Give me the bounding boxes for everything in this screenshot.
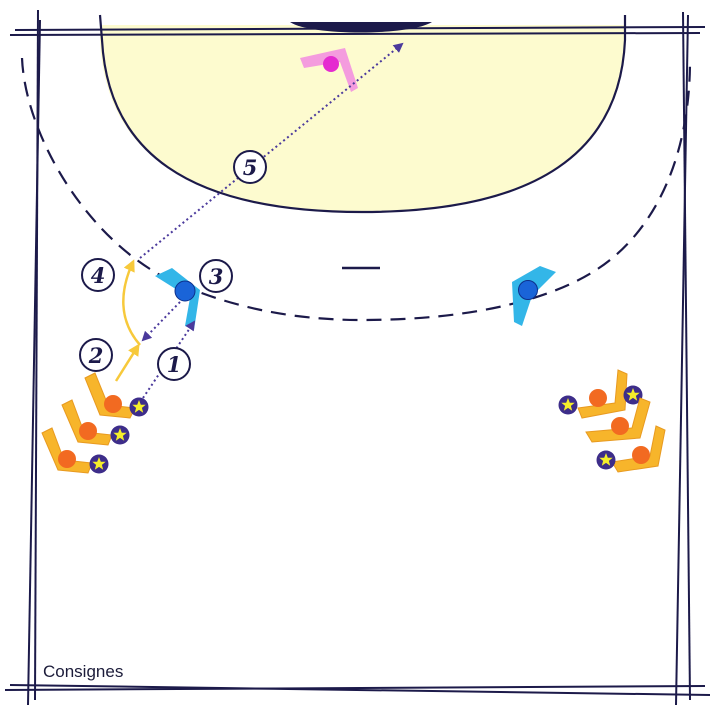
goal-area-line — [98, 14, 627, 214]
ball-icon — [110, 425, 130, 445]
attacker-icon — [577, 369, 628, 419]
svg-text:3: 3 — [209, 264, 224, 289]
svg-text:4: 4 — [91, 263, 106, 288]
shot-arrow-5 — [139, 42, 404, 259]
attacker — [61, 399, 130, 446]
step-label-4: 4 — [81, 258, 115, 292]
attacker — [84, 372, 149, 419]
attacker-icon — [611, 425, 666, 473]
attackers-right — [558, 369, 666, 473]
ball-icon — [558, 395, 578, 415]
goalkeeper — [300, 48, 358, 92]
step-label-2: 2 — [79, 338, 113, 372]
free-throw-line — [20, 57, 692, 322]
ball-icon — [596, 450, 616, 470]
run-arrow-4 — [122, 259, 141, 346]
attacker — [558, 369, 643, 419]
goal-area — [100, 25, 625, 212]
defender-left — [155, 268, 200, 330]
caption: Consignes — [43, 662, 124, 681]
defender-icon — [512, 266, 556, 326]
ball-icon — [89, 454, 109, 474]
goal — [290, 22, 432, 33]
defender-right — [512, 266, 556, 326]
pass-arrow-3 — [141, 301, 181, 342]
step-label-5: 5 — [233, 150, 267, 184]
svg-text:1: 1 — [167, 352, 182, 377]
attacker — [596, 425, 666, 473]
step-label-1: 1 — [157, 347, 191, 381]
step-label-3: 3 — [199, 259, 233, 293]
attacker — [41, 427, 109, 474]
attacker — [585, 397, 651, 443]
svg-text:5: 5 — [243, 155, 258, 180]
ball-icon — [129, 397, 149, 417]
goalkeeper-icon — [300, 48, 358, 92]
attacker-icon — [585, 397, 651, 443]
court-outline — [4, 9, 711, 706]
attackers-left — [41, 372, 149, 474]
run-arrow-2 — [114, 343, 140, 382]
svg-text:2: 2 — [88, 343, 104, 368]
